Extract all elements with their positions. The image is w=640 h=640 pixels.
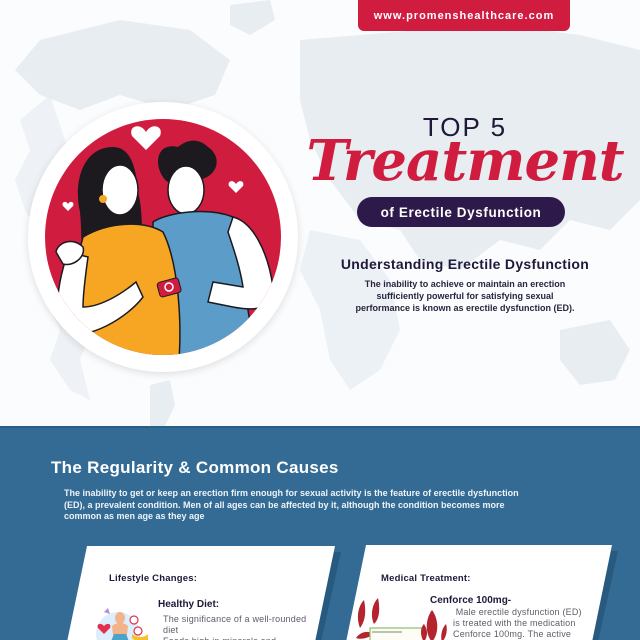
healthy-lifestyle-icon: [96, 608, 148, 640]
card-desc-line: is treated with the medication: [453, 618, 576, 628]
card-lifestyle-desc: The significance of a well-rounded diet …: [163, 614, 323, 640]
hero-illustration: [28, 102, 298, 372]
couple-illustration-icon: [45, 119, 281, 355]
understanding-line: The inability to achieve or maintain an …: [364, 279, 566, 289]
title-top-5: TOP 5: [422, 112, 508, 142]
hero-section: www.promenshealthcare.com: [15, 0, 640, 426]
card-desc-line: Male erectile dysfunction (ED): [453, 607, 582, 617]
title-subtitle-pill: of Erectile Dysfunction: [357, 197, 565, 227]
card-heading: Lifestyle Changes:: [109, 573, 198, 584]
card-lifestyle: Lifestyle Changes:: [109, 573, 197, 584]
website-url[interactable]: www.promenshealthcare.com: [373, 9, 555, 22]
website-url-banner[interactable]: www.promenshealthcare.com: [358, 0, 570, 31]
understanding-line: sufficiently powerful for satisfying sex…: [376, 291, 554, 301]
subtitle-text: of Erectile Dysfunction: [380, 204, 542, 220]
card-medical: Medical Treatment:: [381, 573, 471, 584]
understanding-line: performance is known as erectile dysfunc…: [355, 303, 575, 313]
card-desc-line: Cenforce 100mg. The active: [453, 629, 572, 639]
card-heading: Medical Treatment:: [381, 573, 471, 584]
card-backgrounds: [67, 545, 618, 640]
causes-heading: The Regularity & Common Causes: [51, 458, 339, 477]
card-medical-desc: Male erectile dysfunction (ED) is treate…: [453, 607, 613, 640]
card-lifestyle-sub: Healthy Diet:: [158, 599, 219, 610]
title-treatment: Treatment: [306, 128, 624, 194]
causes-section: The Regularity & Common Causes The inabi…: [0, 426, 640, 640]
card-subheading: Cenforce 100mg-: [430, 595, 512, 606]
causes-line: (ED), a prevalent condition. Men of all …: [64, 499, 505, 510]
causes-line: common as men age as they age: [64, 511, 205, 521]
card-desc-line: diet: [163, 625, 179, 635]
card-subheading: Healthy Diet:: [158, 599, 220, 610]
medicine-box-icon: [356, 598, 447, 640]
card-desc-line: The significance of a well-rounded: [163, 614, 307, 624]
understanding-heading: Understanding Erectile Dysfunction: [340, 256, 590, 272]
understanding-body: The inability to achieve or maintain an …: [320, 278, 610, 314]
causes-line: The inability to get or keep an erection…: [64, 488, 519, 498]
card-medical-sub: Cenforce 100mg-: [430, 595, 511, 606]
causes-body: The inability to get or keep an erection…: [64, 488, 544, 523]
card-desc-line: Foods high in minerals and: [163, 636, 323, 640]
